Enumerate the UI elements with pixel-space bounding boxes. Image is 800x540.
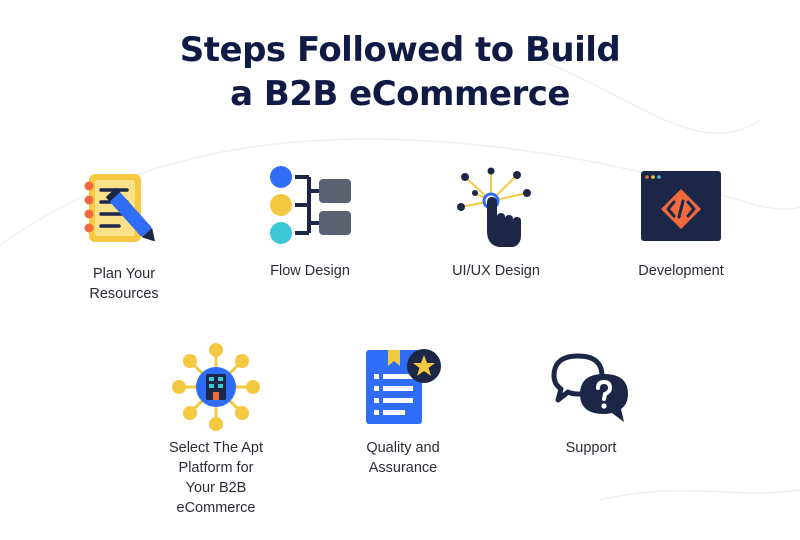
step-development: Development (596, 165, 766, 281)
step-plan-resources: Plan Your Resources (39, 168, 209, 304)
notepad-pencil-icon (84, 174, 155, 242)
step-quality-assurance: Quality and Assurance (318, 342, 488, 478)
tap-hand-icon (457, 167, 531, 247)
step-label: Development (638, 263, 724, 279)
title-line-2: a B2B eCommerce (230, 74, 570, 114)
flowchart-icon (270, 166, 351, 244)
document-star-icon (366, 349, 441, 424)
step-ui-ux-design: UI/UX Design (411, 165, 581, 281)
step-label: Select The Apt Platform for Your B2B eCo… (168, 440, 264, 516)
step-flow-design: Flow Design (225, 165, 395, 281)
page-title: Steps Followed to Build a B2B eCommerce (0, 28, 800, 116)
step-label: Quality and Assurance (366, 440, 440, 476)
platform-network-icon (172, 343, 260, 431)
step-label: Support (565, 440, 617, 456)
code-window-icon (641, 171, 721, 241)
step-label: Plan Your Resources (89, 266, 159, 302)
step-select-platform: Select The Apt Platform for Your B2B eCo… (131, 342, 301, 518)
step-label: Flow Design (270, 263, 350, 279)
step-support: Support (506, 342, 676, 458)
step-label: UI/UX Design (452, 263, 540, 279)
chat-question-icon (551, 353, 628, 422)
title-line-1: Steps Followed to Build (179, 30, 621, 70)
